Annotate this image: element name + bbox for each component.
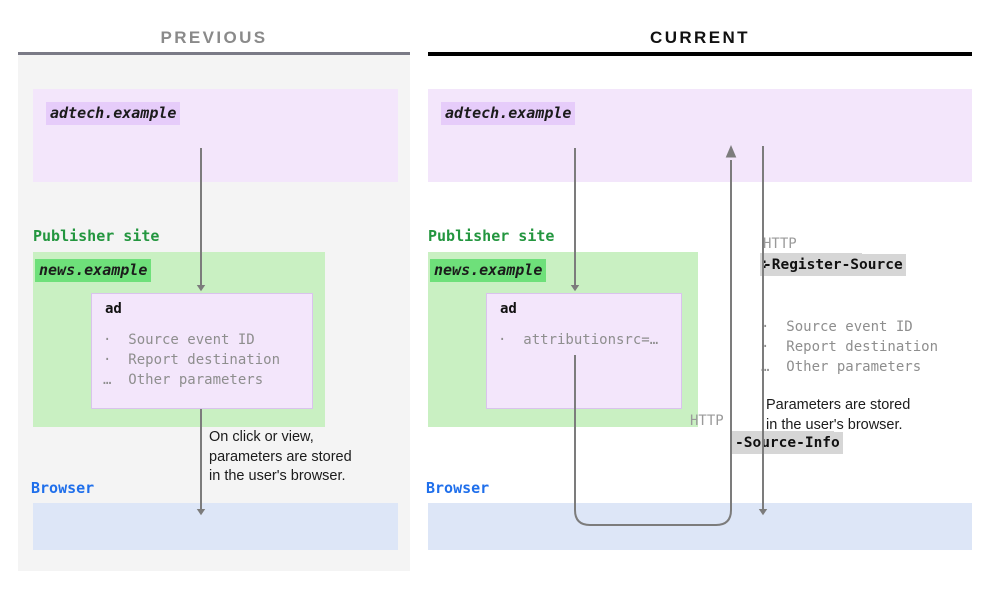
column-title-previous: PREVIOUS <box>160 28 268 47</box>
http-protocol-label-register-source: HTTP <box>763 236 797 252</box>
ad-title-current: ad <box>500 301 517 317</box>
publisher-site-label-current: Publisher site <box>428 227 555 245</box>
ad-parameter-list-previous: · Source event ID · Report destination …… <box>103 332 281 388</box>
adtech-domain-tag-current: adtech.example <box>441 102 576 125</box>
column-rule-previous <box>18 52 410 55</box>
publisher-site-label-previous: Publisher site <box>33 227 160 245</box>
browser-box-current <box>428 503 972 550</box>
http-register-line-3: -Register-Source <box>760 254 906 276</box>
ad-parameter-list-current: · attributionsrc=… <box>498 332 659 348</box>
http-register-colon: : <box>760 256 769 272</box>
http-header-source-info: Attribution -Reporting -Source-Info <box>560 431 843 454</box>
browser-label-current: Browser <box>426 479 490 497</box>
column-title-current: CURRENT <box>650 28 750 47</box>
annotation-current: Parameters are stored in the user's brow… <box>766 397 911 433</box>
ad-box-previous <box>91 293 313 409</box>
http-register-parameter-list: · Source event ID · Report destination …… <box>761 319 939 375</box>
http-protocol-label-source-info: HTTP <box>690 413 724 429</box>
ad-title-previous: ad <box>105 301 122 317</box>
http-header-register-source: Attribution -Reporting -Register-Source: <box>760 253 990 276</box>
publisher-domain-tag-previous: news.example <box>35 259 152 282</box>
browser-box-previous <box>33 503 398 550</box>
annotation-previous: On click or view, parameters are stored … <box>209 429 352 484</box>
publisher-domain-tag-current: news.example <box>430 259 547 282</box>
column-rule-current <box>428 52 972 56</box>
browser-label-previous: Browser <box>31 479 95 497</box>
http-header-line-3: -Source-Info <box>732 432 843 454</box>
adtech-domain-tag-previous: adtech.example <box>46 102 181 125</box>
